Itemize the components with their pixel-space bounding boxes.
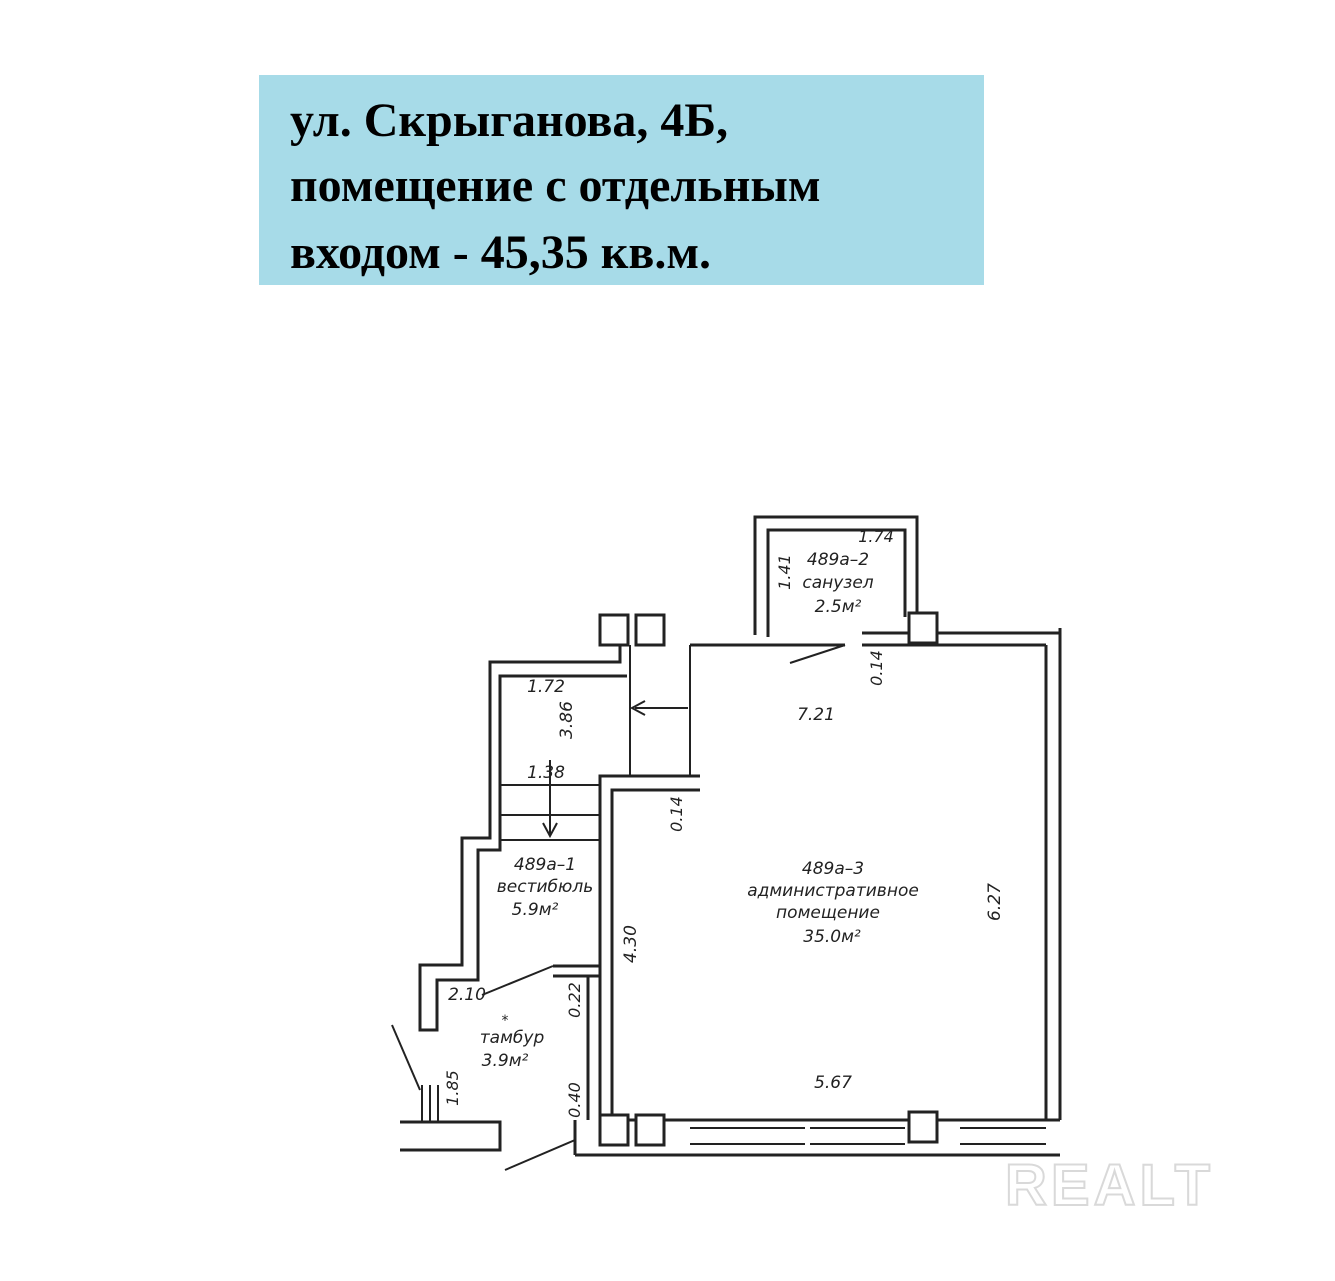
door-bathroom — [789, 644, 846, 664]
office-name-2: помещение — [776, 903, 880, 923]
dim-office-left: 4.30 — [621, 925, 641, 963]
column — [907, 611, 939, 645]
bathroom-inner-walls — [766, 528, 907, 637]
column — [598, 1113, 630, 1147]
office-name-1: административное — [747, 881, 919, 901]
dim-stair-width: 1.72 — [527, 677, 565, 697]
vestibule-name: вестибюль — [497, 877, 593, 897]
address-line-1: ул. Скрыганова, 4Б, — [290, 94, 729, 147]
tambour-area: 3.9м² — [482, 1051, 529, 1071]
entrance-rails — [421, 1085, 439, 1122]
address-line-2: помещение с отдельным — [290, 159, 821, 212]
bathroom-code: 489а–2 — [807, 550, 869, 570]
address-banner: ул. Скрыганова, 4Б, помещение с отдельны… — [259, 75, 984, 285]
dim-tambour-opening: 0.22 — [565, 982, 584, 1018]
dim-bath-width: 1.74 — [858, 527, 894, 546]
tambour-top-wall — [553, 964, 600, 978]
column — [634, 1113, 666, 1147]
door-tambour — [481, 965, 554, 996]
dim-stair-length: 3.86 — [557, 701, 577, 739]
office-area: 35.0м² — [803, 927, 861, 947]
bathroom-name: санузел — [802, 573, 873, 593]
tambour-right-wall — [586, 976, 602, 1120]
dim-step-width: 1.85 — [443, 1070, 462, 1106]
dim-office-left-opening: 0.14 — [667, 796, 686, 832]
dim-bath-depth: 1.41 — [775, 554, 794, 590]
corridor-arrow — [629, 700, 688, 716]
door-entrance — [504, 1139, 576, 1171]
dim-opening-top: 0.14 — [867, 650, 886, 686]
dim-office-bottom: 5.67 — [814, 1073, 852, 1093]
dim-tambour-width: 2.10 — [448, 985, 486, 1005]
vestibule-walls — [418, 620, 627, 1032]
address-line-3: входом - 45,35 кв.м. — [290, 226, 712, 279]
dim-office-right: 6.27 — [985, 883, 1005, 921]
tambour-name: тамбур — [480, 1028, 545, 1048]
dim-stair-width-2: 1.38 — [527, 763, 565, 783]
windows-bottom — [690, 1127, 1046, 1145]
top-wall — [690, 631, 1060, 647]
column — [634, 613, 666, 647]
office-code: 489а–3 — [802, 859, 864, 879]
entrance-step — [400, 1120, 502, 1152]
dim-office-top: 7.21 — [797, 705, 835, 725]
column — [907, 1110, 939, 1144]
stair-arrow — [542, 760, 558, 839]
realt-watermark: REALT — [1005, 1153, 1214, 1218]
vestibule-code: 489а–1 — [514, 855, 576, 875]
bathroom-area: 2.5м² — [815, 597, 862, 617]
column — [598, 613, 630, 647]
bathroom-walls — [753, 515, 919, 635]
corridor-walls — [629, 645, 691, 776]
vestibule-area: 5.9м² — [512, 900, 559, 920]
dim-bottom-opening: 0.40 — [565, 1082, 584, 1118]
tambour-mark: * — [502, 1013, 509, 1029]
door-outer — [391, 1024, 421, 1091]
office-left-wall — [610, 788, 700, 1120]
